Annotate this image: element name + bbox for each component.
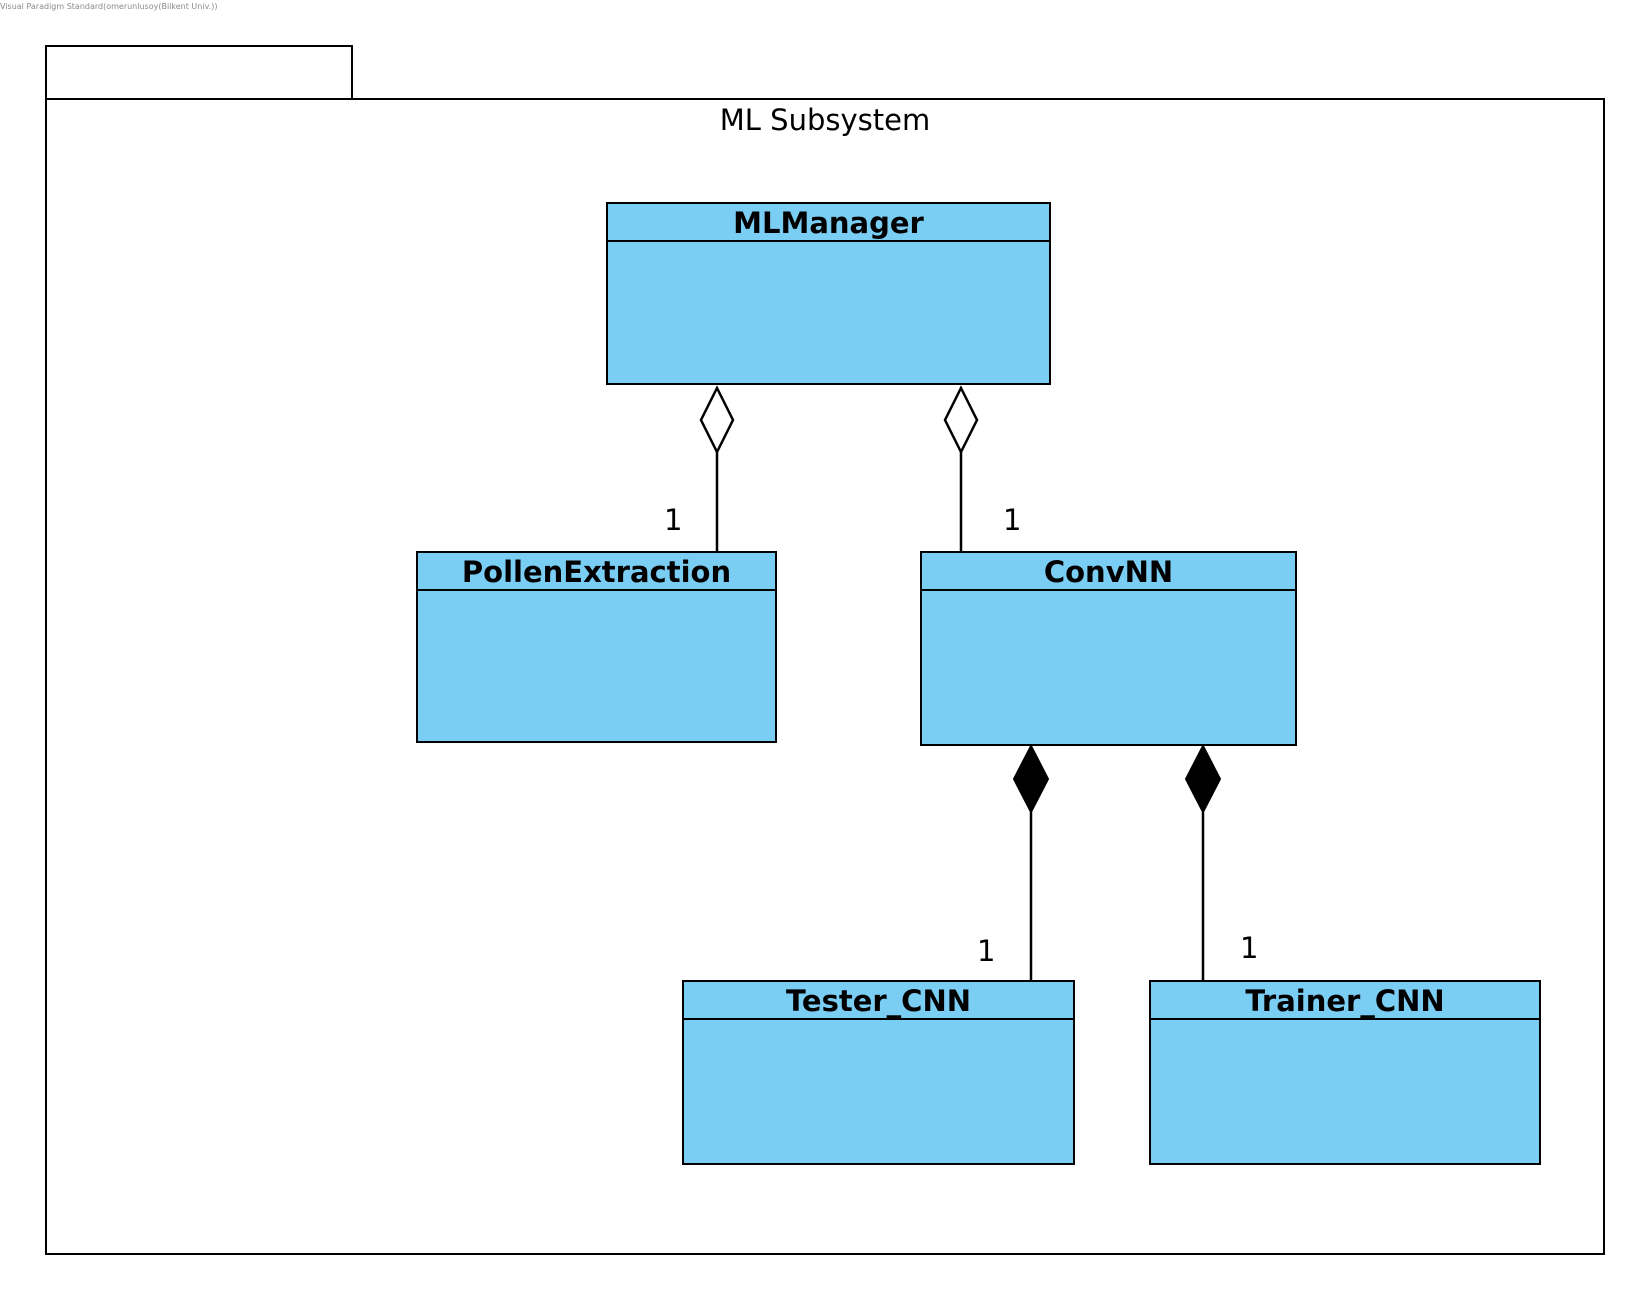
class-ml-manager[interactable]: MLManager <box>606 202 1051 385</box>
class-conv-nn[interactable]: ConvNN <box>920 551 1297 746</box>
class-tester-cnn[interactable]: Tester_CNN <box>682 980 1075 1165</box>
class-name-pollen-extraction: PollenExtraction <box>418 553 775 591</box>
multiplicity-trainer-cnn: 1 <box>1240 931 1259 965</box>
package-name: ML Subsystem <box>719 103 931 137</box>
composition-diamond-trainer-cnn <box>1184 743 1222 815</box>
watermark-text: Visual Paradigm Standard(omerunlusoy(Bil… <box>0 2 218 11</box>
class-name-conv-nn: ConvNN <box>922 553 1295 591</box>
class-name-tester-cnn: Tester_CNN <box>684 982 1073 1020</box>
multiplicity-conv-nn: 1 <box>1003 503 1022 537</box>
composition-diamond-tester-cnn <box>1012 743 1050 815</box>
class-trainer-cnn[interactable]: Trainer_CNN <box>1149 980 1541 1165</box>
aggregation-diamond-conv-nn <box>943 385 979 455</box>
aggregation-diamond-pollen-extraction <box>699 385 735 455</box>
multiplicity-tester-cnn: 1 <box>977 934 996 968</box>
multiplicity-pollen-extraction: 1 <box>664 503 683 537</box>
class-name-ml-manager: MLManager <box>608 204 1049 242</box>
class-pollen-extraction[interactable]: PollenExtraction <box>416 551 777 743</box>
class-name-trainer-cnn: Trainer_CNN <box>1151 982 1539 1020</box>
